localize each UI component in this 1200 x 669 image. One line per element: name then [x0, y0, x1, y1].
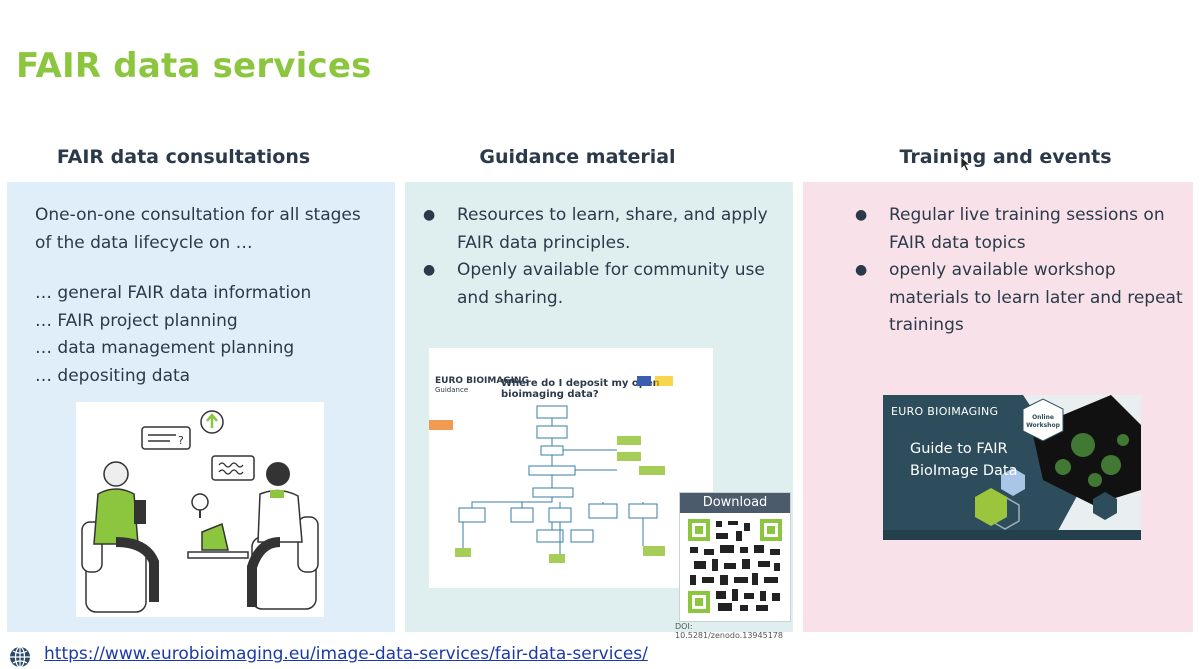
online-workshop-badge: Online Workshop	[1026, 414, 1060, 429]
consultations-panel: One-on-one consultation for all stages o…	[7, 182, 395, 632]
poster-title: Where do I deposit my open bioimaging da…	[501, 378, 660, 400]
list-item: Resources to learn, share, and apply FAI…	[423, 202, 783, 257]
list-item: … FAIR project planning	[35, 310, 238, 331]
guidance-flowchart-poster[interactable]: EURO BIOIMAGING Guidance Where do I depo…	[429, 348, 713, 588]
footer-link-row: https://www.eurobioimaging.eu/image-data…	[8, 644, 648, 668]
download-qr-card[interactable]: Download	[679, 492, 791, 622]
globe-icon	[10, 646, 30, 668]
consultations-intro: One-on-one consultation for all stages o…	[35, 205, 361, 253]
list-item: Openly available for community use and s…	[423, 257, 783, 312]
heading-training: Training and events	[899, 146, 1112, 168]
list-item: … data management planning	[35, 338, 295, 358]
qr-code[interactable]	[680, 513, 790, 619]
guidance-panel: Resources to learn, share, and apply FAI…	[405, 182, 793, 640]
eurobioimaging-logo: EURO BIOIMAGING Guidance	[435, 376, 529, 394]
consultation-illustration: ?	[76, 402, 324, 617]
heading-guidance: Guidance material	[479, 146, 676, 168]
eurobioimaging-logo: EURO BIOIMAGING	[891, 405, 999, 418]
download-label: Download	[680, 493, 790, 513]
workshop-banner[interactable]: EURO BIOIMAGING Guide to FAIR BioImage D…	[883, 395, 1141, 540]
list-item: … depositing data	[35, 365, 191, 386]
list-item: openly available workshop materials to l…	[855, 257, 1185, 340]
list-item: … general FAIR data information	[35, 283, 312, 303]
training-panel: Regular live training sessions on FAIR d…	[803, 182, 1193, 632]
banner-title: Guide to FAIR BioImage Data	[910, 441, 1018, 479]
fair-data-services-link[interactable]: https://www.eurobioimaging.eu/image-data…	[44, 644, 648, 664]
consultations-list: … general FAIR data information … FAIR p…	[35, 280, 311, 390]
guidance-bullets: Resources to learn, share, and apply FAI…	[423, 202, 783, 312]
list-item: Regular live training sessions on FAIR d…	[855, 202, 1185, 257]
slide-title: FAIR data services	[16, 46, 372, 86]
heading-consultations: FAIR data consultations	[56, 146, 311, 168]
cursor-icon	[960, 156, 972, 172]
training-bullets: Regular live training sessions on FAIR d…	[855, 202, 1185, 340]
svg-text:?: ?	[178, 434, 184, 447]
doi-text: DOI: 10.5281/zenodo.13945178	[675, 622, 783, 640]
